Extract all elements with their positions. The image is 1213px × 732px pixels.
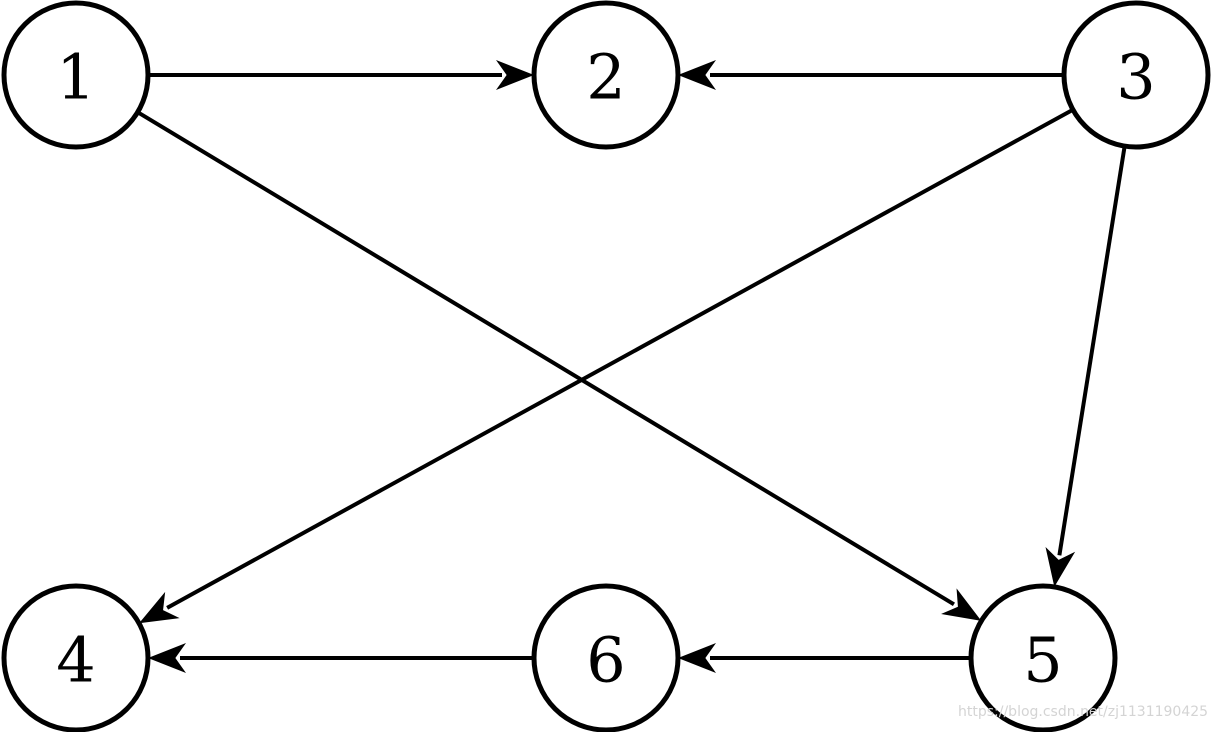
arrowhead-icon <box>139 591 180 624</box>
node-circle <box>968 583 1118 732</box>
node-circle <box>531 0 681 150</box>
edge-5-to-6 <box>678 643 971 673</box>
arrowhead-icon <box>678 643 716 673</box>
node-label: 4 <box>56 624 95 697</box>
node-label: 2 <box>586 41 625 114</box>
arrowhead-icon <box>941 588 982 621</box>
edge-3-to-4 <box>139 107 1074 624</box>
node-6: 6 <box>531 583 681 732</box>
node-label: 6 <box>586 624 625 697</box>
edge-1-to-2 <box>148 60 534 90</box>
edge-1-to-5 <box>136 110 982 621</box>
node-circle <box>531 583 681 732</box>
edge-3-to-2 <box>678 60 1064 90</box>
edge-3-to-5 <box>1045 145 1127 587</box>
arrowhead-icon <box>496 60 534 90</box>
node-circle <box>1 0 151 150</box>
node-circle <box>1061 0 1211 150</box>
arrowhead-icon <box>678 60 716 90</box>
node-3: 3 <box>1061 0 1211 150</box>
node-circle <box>1 583 151 732</box>
node-label: 3 <box>1116 41 1155 114</box>
node-4: 4 <box>1 583 151 732</box>
arrowhead-icon <box>148 643 186 673</box>
node-2: 2 <box>531 0 681 150</box>
node-label: 1 <box>56 41 95 114</box>
watermark-text: https://blog.csdn.net/zj1131190425 <box>958 704 1209 720</box>
edges <box>136 60 1127 673</box>
edge-line <box>136 110 955 607</box>
node-5: 5 <box>968 583 1118 732</box>
edge-6-to-4 <box>148 643 534 673</box>
arrowhead-icon <box>1045 547 1076 587</box>
edge-line <box>1057 145 1127 556</box>
node-label: 5 <box>1023 624 1062 697</box>
edge-line <box>166 107 1074 610</box>
node-1: 1 <box>1 0 151 150</box>
